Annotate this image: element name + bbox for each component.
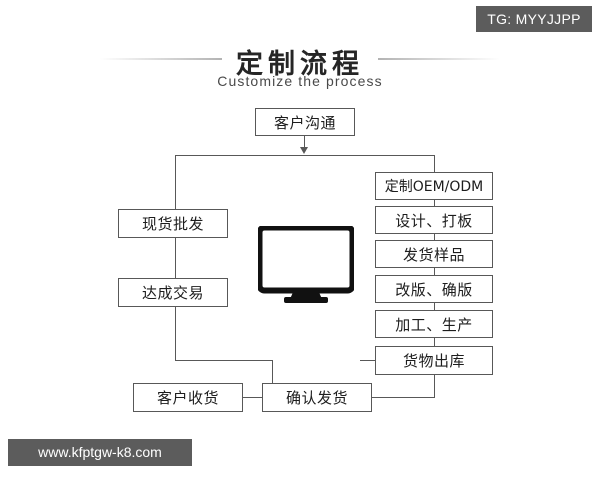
arrow-head-icon <box>300 147 308 154</box>
connector-confirm-to-receive <box>243 397 263 399</box>
connector-trunk-horizontal <box>175 155 435 157</box>
page-title: 定制流程 <box>236 49 364 80</box>
connector-right-trunk-down <box>434 155 436 172</box>
flow-node-goods-out-of-warehouse: 货物出库 <box>375 346 493 375</box>
connector-right-1-to-2 <box>434 200 436 206</box>
flow-node-customer-communication: 客户沟通 <box>255 108 355 136</box>
flow-node-confirm-shipment: 确认发货 <box>262 383 372 412</box>
connector-goods-out-to-confirm <box>371 397 435 399</box>
page-subtitle: Customize the process <box>217 73 383 89</box>
connector-left-2-down <box>175 307 177 361</box>
flow-node-revise-confirm: 改版、确版 <box>375 275 493 303</box>
connector-goods-out-down <box>434 375 436 398</box>
telegram-contact-badge: TG: MYYJJPP <box>476 6 592 32</box>
flow-node-processing-production: 加工、生产 <box>375 310 493 338</box>
flow-node-customer-receives: 客户收货 <box>133 383 243 412</box>
flow-node-deal-closed: 达成交易 <box>118 278 228 307</box>
site-watermark: www.kfptgw-k8.com <box>8 439 192 466</box>
flow-node-custom-oem-odm: 定制OEM/ODM <box>375 172 493 200</box>
connector-right-2-to-3 <box>434 234 436 240</box>
connector-left-1-to-2 <box>175 238 177 278</box>
connector-bottom-elbow-down <box>272 360 274 384</box>
flow-node-stock-wholesale: 现货批发 <box>118 209 228 238</box>
connector-right-3-to-4 <box>434 268 436 275</box>
connector-right-5-to-6 <box>434 338 436 346</box>
connector-left-to-bottom <box>175 360 273 362</box>
flow-node-ship-sample: 发货样品 <box>375 240 493 268</box>
connector-start-down <box>304 136 306 152</box>
connector-left-trunk-down <box>175 155 177 209</box>
monitor-icon <box>256 224 356 304</box>
connector-goods-out-left-stub <box>360 360 376 362</box>
connector-right-4-to-5 <box>434 303 436 310</box>
title-rule-left <box>100 58 222 60</box>
flow-node-design-sampling: 设计、打板 <box>375 206 493 234</box>
title-rule-right <box>378 58 500 60</box>
